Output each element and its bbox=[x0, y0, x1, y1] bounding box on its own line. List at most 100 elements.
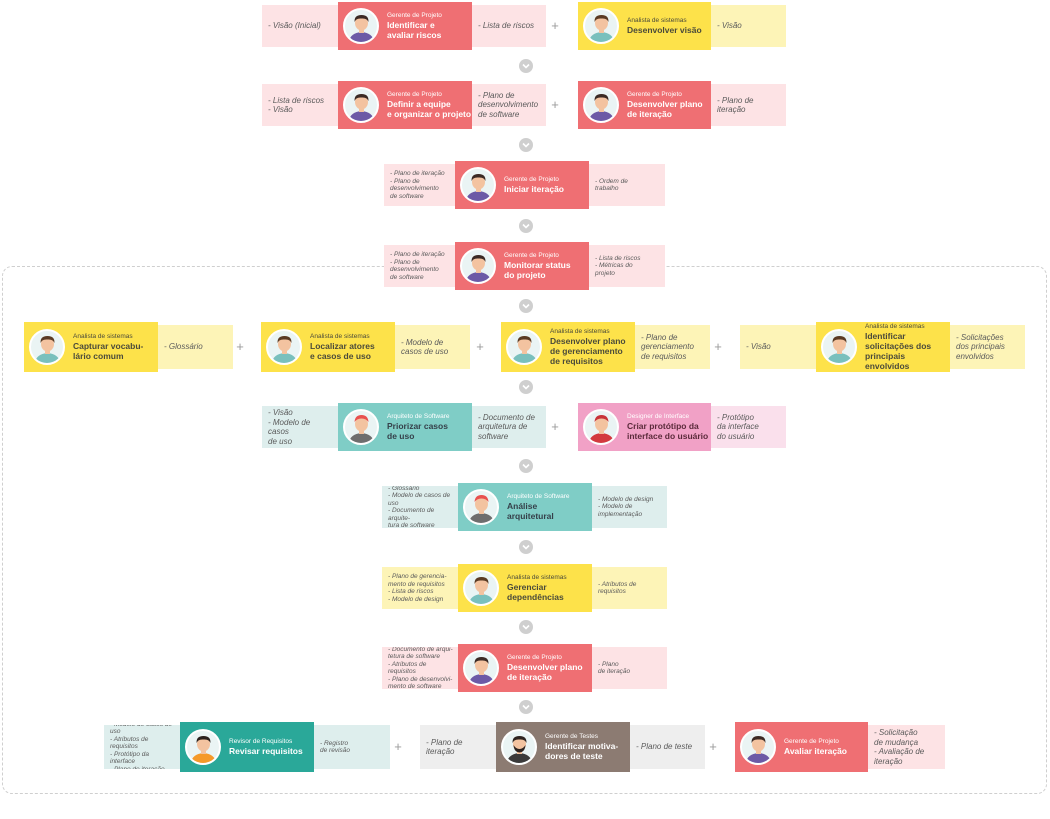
analyst-avatar-icon bbox=[266, 329, 302, 365]
activity-role: Gerente de Projeto bbox=[504, 252, 559, 259]
activity-role: Gerente de Projeto bbox=[627, 91, 682, 98]
inputs-box: - Plano de iteração- Plano de desenvolvi… bbox=[384, 164, 456, 206]
outputs-item: - Ordem de trabalho bbox=[595, 177, 628, 193]
outputs-box: - Modelo de casos de uso bbox=[395, 325, 470, 369]
activity-title: Análise arquitetural bbox=[507, 501, 554, 521]
outputs-box: - Plano de gerenciamento de requisitos bbox=[635, 325, 710, 369]
chevron-down-icon bbox=[519, 620, 533, 634]
plus-icon: + bbox=[551, 419, 559, 434]
activity-role: Analista de sistemas bbox=[507, 574, 567, 581]
activity-role: Revisor de Requisitos bbox=[229, 738, 293, 745]
plus-icon: + bbox=[394, 739, 402, 754]
activity-role: Gerente de Projeto bbox=[387, 91, 442, 98]
activity-role: Gerente de Projeto bbox=[784, 738, 839, 745]
chevron-down-icon bbox=[519, 380, 533, 394]
analyst-avatar-icon bbox=[821, 329, 857, 365]
outputs-item: - Protótipo da interface do usuário bbox=[717, 412, 759, 441]
outputs-item: - Plano de iteração bbox=[717, 95, 754, 115]
activity-title: Gerenciar dependências bbox=[507, 582, 564, 602]
outputs-item: - Plano de desenvolvimento de software bbox=[478, 90, 539, 119]
activity-title: Desenvolver plano de iteração bbox=[627, 99, 703, 119]
inputs-box: - Visão- Modelo de casos de uso bbox=[262, 406, 339, 448]
reviewer-avatar-icon bbox=[185, 729, 221, 765]
manager-avatar-icon bbox=[343, 8, 379, 44]
outputs-box: - Plano de iteração bbox=[711, 84, 786, 126]
outputs-item: - Modelo de implementação bbox=[598, 503, 643, 518]
activity-title: Priorizar casos de uso bbox=[387, 421, 448, 441]
outputs-box: - Glossário bbox=[158, 325, 233, 369]
chevron-down-icon bbox=[519, 459, 533, 473]
inputs-item: - Plano de desenvolvimento de software bbox=[390, 177, 439, 200]
outputs-item: - Avaliação de iteração bbox=[874, 747, 925, 766]
outputs-item: - Registro de revisão bbox=[320, 739, 350, 755]
inputs-item: - Plano de desenvolvi- mento de software bbox=[388, 675, 453, 690]
outputs-box: - Atributos de requisitos bbox=[592, 567, 667, 609]
activity-title: Definir a equipe e organizar o projeto bbox=[387, 99, 472, 119]
chevron-down-icon bbox=[519, 540, 533, 554]
outputs-box: - Visão bbox=[711, 5, 786, 47]
outputs-box: - Protótipo da interface do usuário bbox=[711, 406, 786, 448]
inputs-box: - Visão bbox=[740, 325, 817, 369]
inputs-item: - Modelo de casos de uso bbox=[110, 725, 172, 736]
activity-role: Analista de sistemas bbox=[310, 333, 370, 340]
outputs-item: - Métricas do projeto bbox=[595, 262, 633, 277]
outputs-item: - Modelo de design bbox=[598, 495, 654, 503]
outputs-item: - Documento de arquitetura de software bbox=[478, 412, 535, 441]
outputs-item: - Atributos de requisitos bbox=[598, 580, 637, 596]
chevron-down-icon bbox=[519, 299, 533, 313]
plus-icon: + bbox=[236, 339, 244, 354]
manager-avatar-icon bbox=[463, 650, 499, 686]
inputs-box: - Plano de gerencia- mento de requisitos… bbox=[382, 567, 459, 609]
manager-avatar-icon bbox=[583, 87, 619, 123]
inputs-box: - Visão (Inicial) bbox=[262, 5, 339, 47]
outputs-box: - Plano de iteração bbox=[592, 647, 667, 689]
activity-role: Designer de Interface bbox=[627, 413, 690, 420]
analyst-avatar-icon bbox=[583, 8, 619, 44]
inputs-item: - Plano de iteração bbox=[390, 170, 445, 177]
activity-role: Arquiteto de Software bbox=[387, 413, 450, 420]
inputs-item: - Glossário bbox=[388, 486, 420, 492]
inputs-item: - Documento de arquite- tura de software bbox=[388, 507, 435, 528]
outputs-item: - Modelo de casos de uso bbox=[401, 337, 449, 357]
inputs-item: - Modelo de design bbox=[388, 595, 444, 603]
plus-icon: + bbox=[551, 97, 559, 112]
activity-title: Localizar atores e casos de uso bbox=[310, 341, 375, 361]
inputs-box: - Modelo de casos de uso- Atributos de r… bbox=[104, 725, 181, 769]
outputs-item: - Lista de riscos bbox=[478, 21, 535, 31]
inputs-item: - Visão bbox=[746, 342, 771, 352]
manager-avatar-icon bbox=[460, 248, 496, 284]
inputs-item: - Plano de iteração bbox=[390, 251, 445, 258]
inputs-item: - Modelo de casos de uso bbox=[388, 492, 451, 507]
architect-avatar-icon bbox=[343, 409, 379, 445]
inputs-item: - Plano de iteração bbox=[110, 766, 175, 769]
